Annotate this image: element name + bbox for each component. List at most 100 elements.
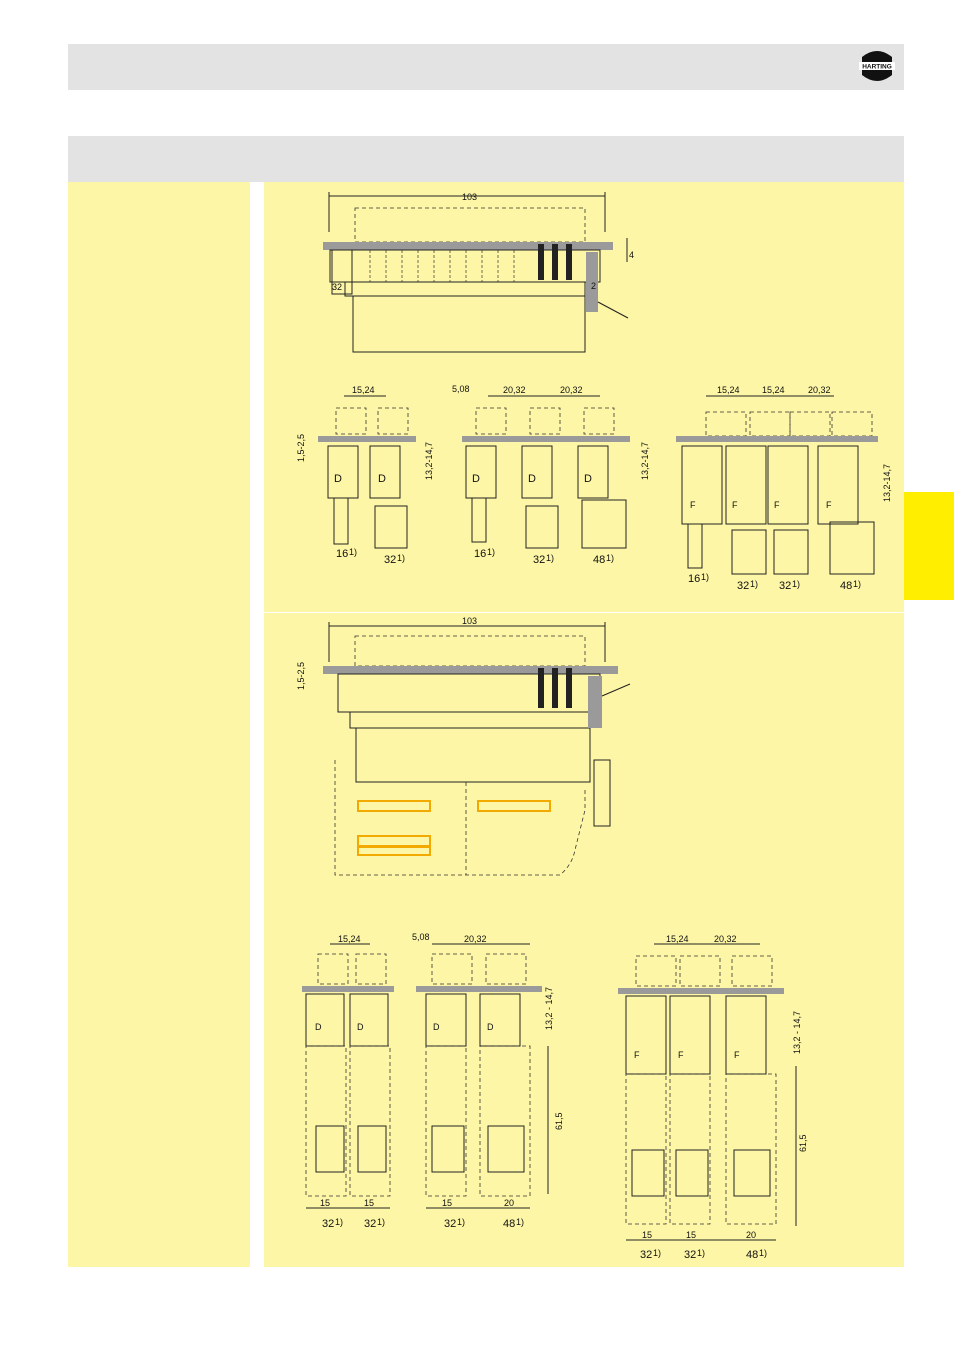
- row1-left-letter-1: D: [334, 473, 342, 485]
- width-dimension: 103: [462, 192, 477, 202]
- row1-mid-group: 5,08 20,32 20,32 D D D 13,2-14,7 16 1) 3…: [452, 384, 650, 566]
- mid-assembly-drawing: 103 1,5-2,5: [296, 616, 631, 876]
- row1-right-note-4: 48: [840, 580, 852, 592]
- height-dimension: 4: [629, 250, 634, 260]
- mid-thickness: 1,5-2,5: [296, 662, 306, 690]
- row1-mid-note-1: 16: [474, 548, 486, 560]
- svg-text:1): 1): [335, 1217, 343, 1227]
- svg-text:1): 1): [457, 1217, 465, 1227]
- row2-right-pitch-2: 20,32: [714, 934, 737, 944]
- row2-right-pitch-1: 15,24: [666, 934, 689, 944]
- row2-right-letter-3: F: [734, 1050, 740, 1060]
- right-item-label: 2: [591, 281, 596, 291]
- row1-mid-letter-1: D: [472, 473, 480, 485]
- row2-right-width-1: 15: [642, 1230, 652, 1240]
- row2-left-group: 15,24 D D 15 15 32 1) 32 1): [302, 934, 394, 1230]
- svg-text:1): 1): [349, 547, 357, 557]
- row2-right-letter-2: F: [678, 1050, 684, 1060]
- row2-left-width-2: 15: [364, 1198, 374, 1208]
- row2-mid-note-1: 32: [444, 1218, 456, 1230]
- svg-text:1): 1): [397, 553, 405, 563]
- row2-mid-height: 61,5: [554, 1112, 564, 1130]
- row1-left-letter-2: D: [378, 473, 386, 485]
- placeholder-box-3: [357, 835, 431, 847]
- svg-text:1): 1): [792, 579, 800, 589]
- row2-right-group: 15,24 20,32 F F F 13,2 - 14,7 61,5 15 15…: [618, 934, 808, 1261]
- row2-right-width-3: 20: [746, 1230, 756, 1240]
- section-title-bar: [68, 136, 904, 182]
- row1-mid-offset: 5,08: [452, 384, 470, 394]
- svg-text:1): 1): [377, 1217, 385, 1227]
- row2-mid-letter-1: D: [433, 1022, 440, 1032]
- top-assembly-drawing: 103 32 2 4: [323, 192, 634, 353]
- row1-right-note-1: 16: [688, 573, 700, 585]
- row1-left-thickness: 1,5-2,5: [296, 434, 306, 462]
- row2-mid-group: 5,08 20,32 D D 13,2 - 14,7 61,5 15 20 32…: [412, 932, 564, 1230]
- row2-mid-letter-2: D: [487, 1022, 494, 1032]
- harting-logo: HARTING: [859, 51, 895, 81]
- row1-right-letter-2: F: [732, 500, 738, 510]
- row2-left-note-2: 32: [364, 1218, 376, 1230]
- placeholder-box-2: [477, 800, 551, 812]
- svg-text:1): 1): [750, 579, 758, 589]
- section-divider: [264, 612, 904, 613]
- row2-left-letter-1: D: [315, 1022, 322, 1032]
- row1-left-range: 13,2-14,7: [424, 442, 434, 480]
- svg-text:1): 1): [516, 1217, 524, 1227]
- row2-mid-note-2: 48: [503, 1218, 515, 1230]
- drawing-area: [264, 182, 904, 1267]
- row1-mid-range: 13,2-14,7: [640, 442, 650, 480]
- svg-text:1): 1): [606, 553, 614, 563]
- row1-right-group: 15,24 15,24 20,32 F F F F 13,2-14,7 16 1…: [676, 385, 892, 592]
- row1-right-note-3: 32: [779, 580, 791, 592]
- row2-mid-width-2: 20: [504, 1198, 514, 1208]
- row1-right-letter-3: F: [774, 500, 780, 510]
- svg-text:1): 1): [759, 1248, 767, 1258]
- row1-right-letter-1: F: [690, 500, 696, 510]
- header-bar: [68, 44, 904, 90]
- row2-right-width-2: 15: [686, 1230, 696, 1240]
- row1-mid-letter-3: D: [584, 473, 592, 485]
- row2-mid-offset: 5,08: [412, 932, 430, 942]
- row1-right-pitch-1: 15,24: [717, 385, 740, 395]
- svg-text:1): 1): [701, 572, 709, 582]
- row2-right-note-3: 48: [746, 1249, 758, 1261]
- row2-right-note-2: 32: [684, 1249, 696, 1261]
- row1-mid-letter-2: D: [528, 473, 536, 485]
- svg-text:1): 1): [487, 547, 495, 557]
- svg-text:1): 1): [853, 579, 861, 589]
- row1-left-pitch: 15,24: [352, 385, 375, 395]
- left-item-label: 32: [332, 282, 342, 292]
- row2-left-pitch: 15,24: [338, 934, 361, 944]
- row2-mid-width-1: 15: [442, 1198, 452, 1208]
- row2-right-letter-1: F: [634, 1050, 640, 1060]
- row1-right-pitch-2: 15,24: [762, 385, 785, 395]
- row2-left-note-1: 32: [322, 1218, 334, 1230]
- chapter-tab: [904, 492, 954, 600]
- row2-left-width-1: 15: [320, 1198, 330, 1208]
- row1-mid-note-2: 32: [533, 554, 545, 566]
- row1-mid-pitch-2: 20,32: [560, 385, 583, 395]
- row1-left-note-2: 32: [384, 554, 396, 566]
- row2-right-height: 61,5: [798, 1134, 808, 1152]
- row2-mid-pitch: 20,32: [464, 934, 487, 944]
- placeholder-box-1: [357, 800, 431, 812]
- row1-right-range: 13,2-14,7: [882, 464, 892, 502]
- row2-left-letter-2: D: [357, 1022, 364, 1032]
- svg-text:HARTING: HARTING: [862, 64, 892, 71]
- placeholder-box-4: [357, 846, 431, 856]
- svg-text:1): 1): [697, 1248, 705, 1258]
- row1-right-pitch-3: 20,32: [808, 385, 831, 395]
- svg-text:1): 1): [546, 553, 554, 563]
- svg-text:1): 1): [653, 1248, 661, 1258]
- row2-right-note-1: 32: [640, 1249, 652, 1261]
- row1-left-note-1: 16: [336, 548, 348, 560]
- row1-mid-note-3: 48: [593, 554, 605, 566]
- row1-mid-pitch-1: 20,32: [503, 385, 526, 395]
- row2-mid-range: 13,2 - 14,7: [544, 987, 554, 1030]
- row1-left-group: 15,24 1,5-2,5 D D 13,2-14,7 16 1) 32 1): [296, 385, 434, 566]
- row2-right-range: 13,2 - 14,7: [792, 1011, 802, 1054]
- row1-right-letter-4: F: [826, 500, 832, 510]
- mid-width-dimension: 103: [462, 616, 477, 626]
